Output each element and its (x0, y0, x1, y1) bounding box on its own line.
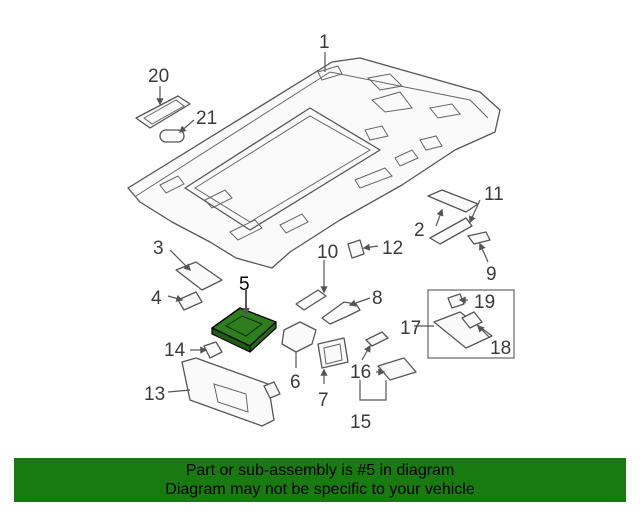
banner-line-1: Part or sub-assembly is #5 in diagram (185, 462, 455, 479)
leader-lines (156, 52, 491, 401)
banner-line-2: Diagram may not be specific to your vehi… (165, 481, 475, 498)
callout-17: 17 (400, 318, 421, 339)
part-7 (317, 337, 349, 369)
callout-6: 6 (290, 372, 301, 393)
callout-13: 13 (144, 384, 165, 405)
part-6 (281, 321, 317, 353)
part-11 (429, 217, 473, 245)
callout-4: 4 (151, 288, 162, 309)
part-3 (175, 261, 223, 291)
callout-9: 9 (486, 264, 497, 285)
part-13-sunvisor (181, 357, 281, 427)
part-8 (321, 301, 361, 325)
headliner-part (127, 57, 501, 269)
callout-1: 1 (319, 32, 330, 53)
part-17-group (427, 289, 515, 359)
callout-16: 16 (350, 362, 371, 383)
part-2 (427, 189, 479, 213)
callout-18: 18 (490, 338, 511, 359)
callout-5: 5 (239, 274, 250, 295)
callout-2: 2 (414, 220, 425, 241)
part-9 (467, 231, 491, 245)
parts-diagram: 1 2 3 4 5 6 7 8 9 10 11 12 13 14 15 16 1… (127, 32, 515, 433)
part-5-highlighted (211, 307, 277, 353)
info-banner: Part or sub-assembly is #5 in diagram Di… (14, 458, 626, 502)
callout-labels: 1 2 3 4 5 6 7 8 9 10 11 12 13 14 15 16 1… (144, 32, 511, 433)
callout-12: 12 (382, 238, 403, 259)
part-20 (135, 95, 191, 129)
callout-10: 10 (317, 242, 338, 263)
callout-3: 3 (153, 238, 164, 259)
part-10 (295, 289, 327, 311)
part-16 (365, 331, 417, 381)
callout-11: 11 (484, 184, 504, 205)
callout-14: 14 (164, 340, 186, 361)
part-21 (159, 129, 185, 143)
part-4 (177, 291, 203, 311)
callout-8: 8 (372, 288, 383, 309)
callout-21: 21 (196, 108, 217, 129)
part-12 (347, 239, 365, 259)
part-14 (203, 341, 223, 359)
callout-15: 15 (350, 412, 371, 433)
callout-19: 19 (474, 292, 495, 313)
callout-20: 20 (148, 66, 169, 87)
callout-7: 7 (318, 390, 329, 411)
